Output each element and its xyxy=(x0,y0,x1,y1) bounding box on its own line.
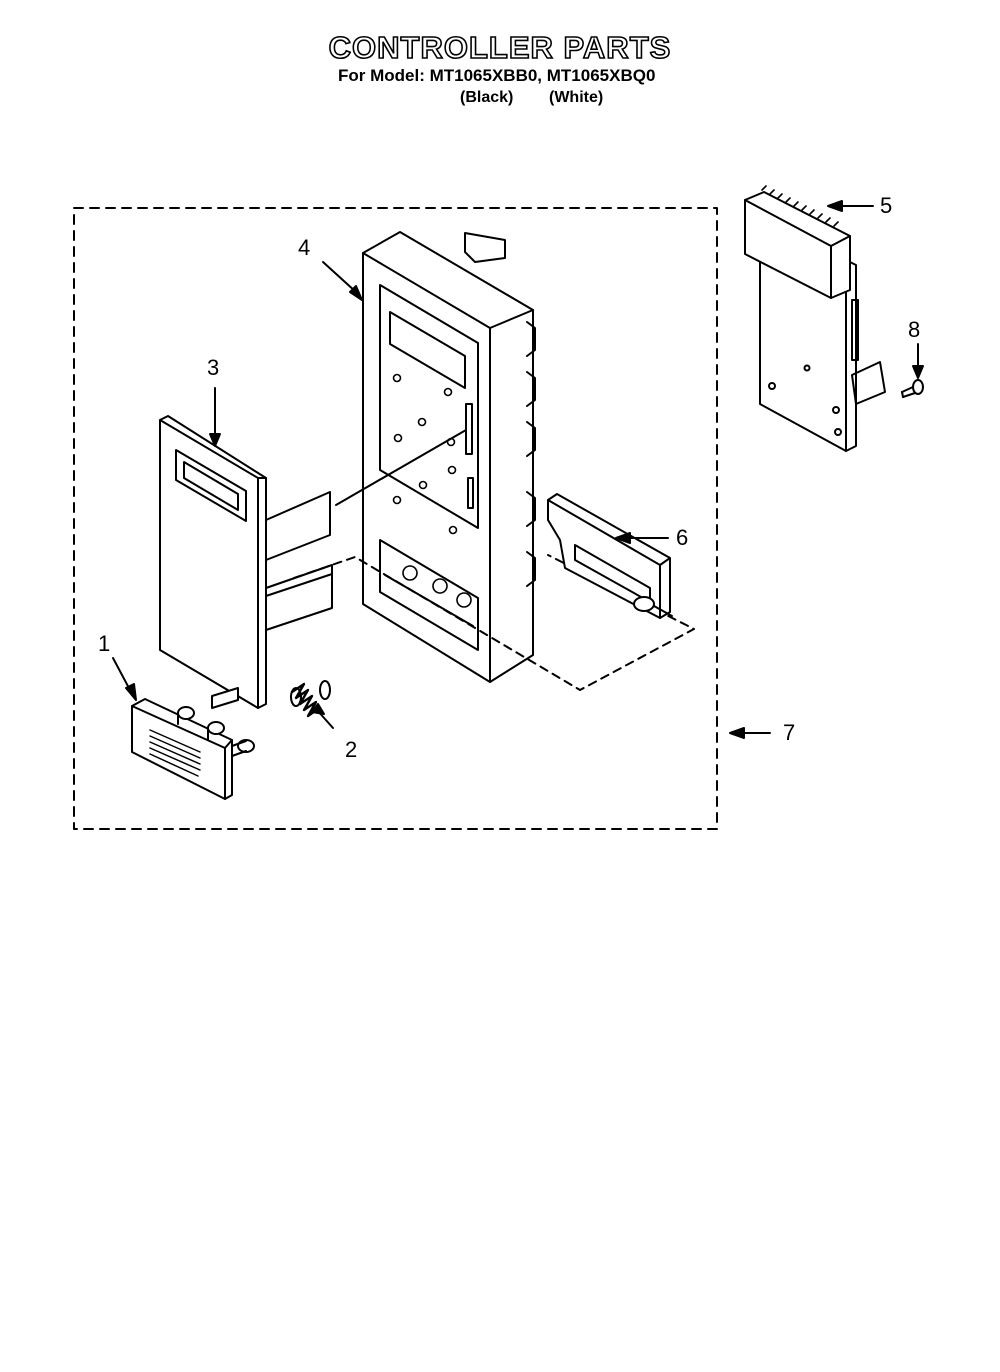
page-title: CONTROLLER PARTS xyxy=(328,29,672,66)
variant-black-label: (Black) xyxy=(460,89,514,106)
callout-7: 7 xyxy=(783,720,796,745)
leader-arrows xyxy=(112,200,924,739)
membrane-keypad xyxy=(159,415,333,709)
assembly-boundary xyxy=(73,207,718,830)
screw xyxy=(901,379,924,398)
control-panel-housing xyxy=(362,231,536,683)
door-release-button xyxy=(131,698,255,800)
callout-5: 5 xyxy=(880,193,893,218)
control-board xyxy=(744,185,886,452)
callout-1: 1 xyxy=(98,631,111,656)
latch-bracket xyxy=(547,493,673,619)
variant-white-label: (White) xyxy=(549,89,604,106)
callout-4: 4 xyxy=(298,235,311,260)
callout-3: 3 xyxy=(207,355,220,380)
callout-2: 2 xyxy=(345,737,358,762)
callout-8: 8 xyxy=(908,317,921,342)
callout-6: 6 xyxy=(676,525,689,550)
model-subtitle: For Model: MT1065XBB0, MT1065XBQ0 xyxy=(338,66,656,85)
spring xyxy=(290,680,331,718)
